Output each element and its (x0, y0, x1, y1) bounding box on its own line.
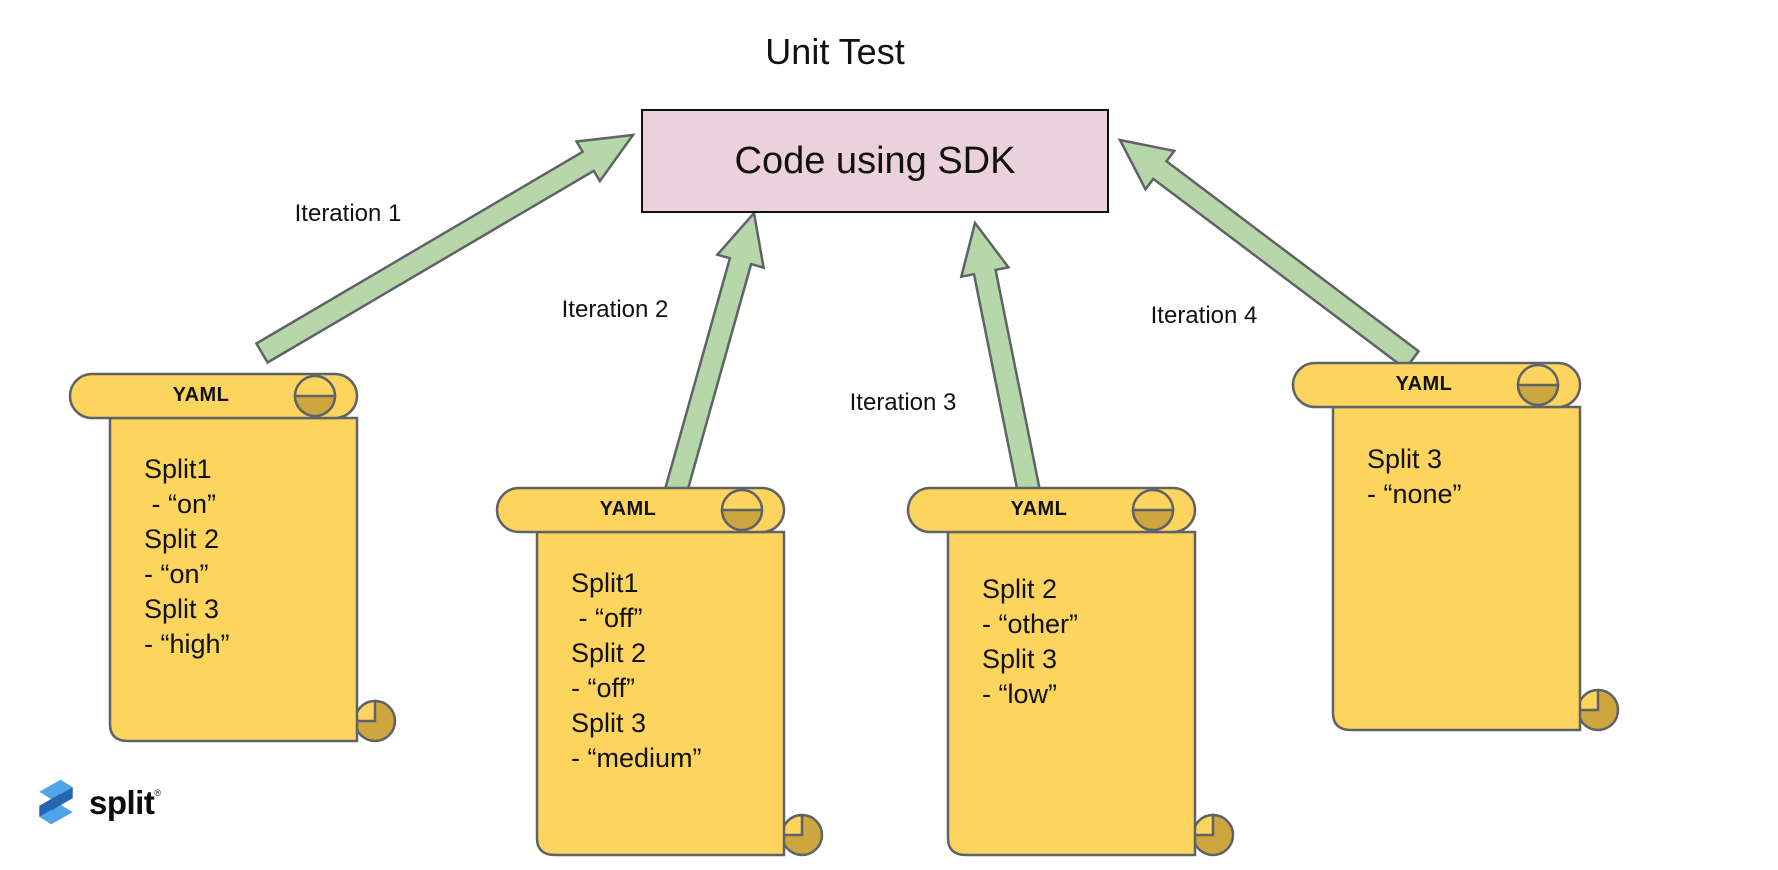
split-logo-wordmark: split (89, 783, 155, 821)
scroll-1-content: Split1 - “on” Split 2 - “on” Split 3 - “… (144, 454, 230, 659)
split-logo-fold-bottom (39, 793, 61, 817)
scroll-3-header: YAML (1010, 498, 1068, 520)
scroll-2-content: Split1 - “off” Split 2 - “off” Split 3 -… (571, 568, 702, 773)
split-logo-icon (39, 779, 73, 825)
iteration-1-label: Iteration 1 (294, 200, 402, 227)
yaml-scroll-4 (1291, 361, 1620, 732)
arrow-iteration-3 (959, 220, 1046, 516)
split-logo-ribbon-top (39, 779, 73, 800)
arrow-iteration-2 (654, 210, 766, 528)
page-title: Unit Test (765, 31, 905, 72)
scroll-3-content: Split 2 - “other” Split 3 - “low” (982, 574, 1079, 709)
scroll-2-header: YAML (599, 498, 657, 520)
scroll-4-content: Split 3 - “none” (1367, 444, 1462, 509)
arrow-iteration-4 (1117, 138, 1421, 371)
split-logo-text: split® (89, 783, 161, 821)
iteration-2-label: Iteration 2 (561, 296, 669, 323)
arrow-iteration-1 (254, 133, 636, 365)
yaml-scroll-1 (68, 372, 397, 743)
sdk-box: Code using SDK (641, 109, 1109, 213)
sdk-box-label: Code using SDK (734, 139, 1016, 182)
split-logo: split® (30, 776, 161, 828)
scroll-1-header: YAML (172, 384, 230, 406)
iteration-3-label: Iteration 3 (849, 389, 957, 416)
split-logo-ribbon-bottom (39, 804, 73, 825)
scroll-4-header: YAML (1395, 373, 1453, 395)
iteration-4-label: Iteration 4 (1150, 302, 1258, 329)
registered-mark: ® (154, 787, 161, 798)
